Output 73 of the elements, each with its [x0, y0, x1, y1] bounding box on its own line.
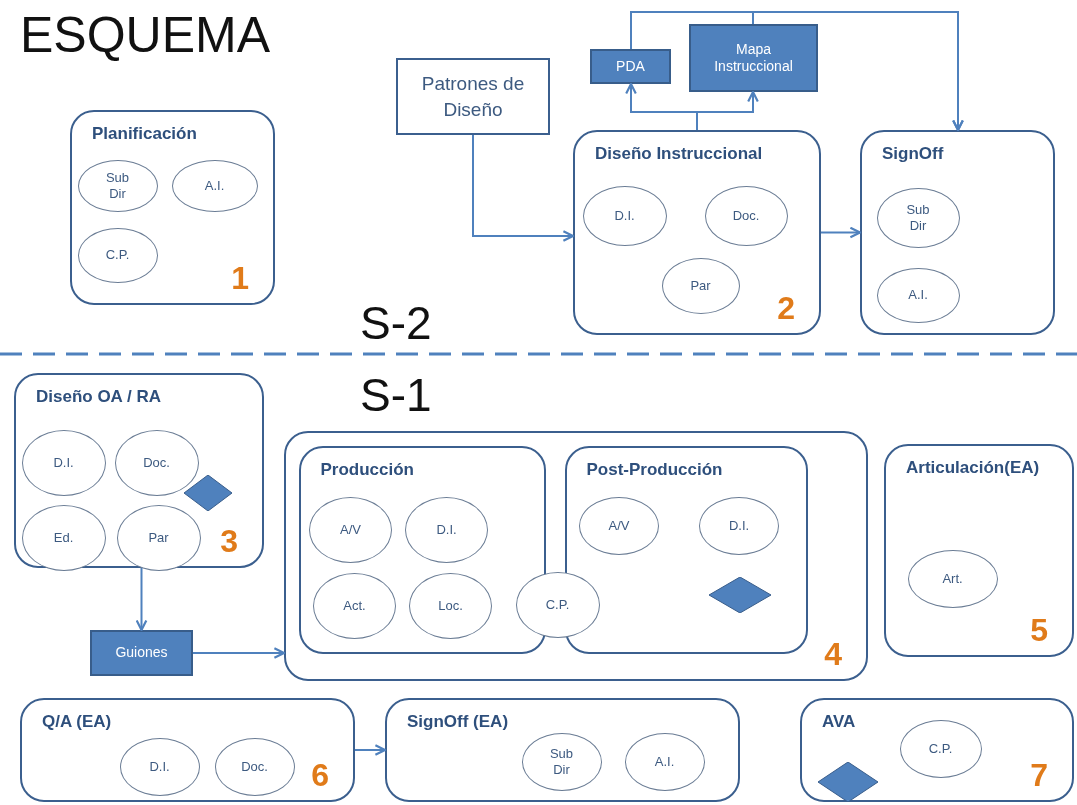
arrow — [820, 226, 862, 239]
role-label: D.I. — [728, 518, 750, 534]
group-box — [800, 698, 1074, 802]
document-box — [90, 630, 193, 676]
step-number: 4 — [824, 636, 842, 673]
input-box — [396, 58, 550, 135]
diagram-title: ESQUEMA — [20, 6, 271, 64]
group-title: SignOff — [882, 144, 944, 164]
step-number: 2 — [777, 290, 795, 327]
group-box — [298, 445, 546, 654]
arrow — [135, 567, 148, 632]
step-number: 6 — [311, 757, 329, 794]
role-label: Sub Dir — [104, 169, 131, 202]
role-label: Doc. — [732, 207, 760, 224]
arrow — [696, 90, 759, 131]
arrow — [354, 744, 387, 756]
section-label: S-2 — [360, 296, 432, 350]
group-box — [20, 698, 355, 802]
group-title: Producción — [320, 459, 414, 480]
role-label: C.P. — [105, 247, 130, 263]
role-label: Sub Dir — [905, 201, 931, 234]
group-title: Diseño Instruccional — [595, 144, 763, 164]
group-box — [385, 698, 740, 802]
group-title: Q/A (EA) — [42, 712, 112, 732]
role-label: A.I. — [654, 753, 675, 770]
step-number: 3 — [220, 523, 238, 560]
role-label: Sub Dir — [548, 745, 575, 778]
decision-diamond — [709, 577, 771, 613]
box-label: Guiones — [115, 644, 168, 662]
box-label: PDA — [616, 57, 645, 76]
group-title: Post-Producción — [586, 459, 723, 480]
role-label: D.I. — [436, 522, 457, 538]
group-box — [860, 130, 1055, 335]
role-label: D.I. — [149, 758, 170, 775]
document-box — [689, 24, 818, 92]
role-label: Doc. — [241, 758, 268, 775]
arrow — [472, 134, 575, 242]
group-title: Diseño OA / RA — [36, 387, 161, 407]
group-title: Articulación(EA) — [906, 458, 1040, 478]
role-label: C.P. — [928, 740, 953, 757]
role-label: Par — [690, 277, 711, 294]
role-label: Loc. — [438, 598, 463, 614]
group-box — [573, 130, 821, 335]
group-box — [884, 444, 1074, 657]
group-title: AVA — [822, 712, 856, 732]
group-box — [70, 110, 275, 305]
role-label: Par — [148, 529, 169, 546]
group-title: SignOff (EA) — [407, 712, 509, 732]
arrow — [192, 647, 286, 659]
step-number: 5 — [1030, 612, 1048, 649]
role-label: C.P. — [545, 596, 570, 613]
decision-diamond — [817, 761, 878, 802]
group-box — [14, 373, 264, 568]
role-label: A/V — [340, 522, 361, 538]
role-label: Ed. — [53, 529, 74, 546]
role-label: D.I. — [614, 207, 635, 224]
decision-diamond — [183, 474, 232, 511]
role-label: Act. — [343, 598, 366, 614]
box-label: Patrones de Diseño — [420, 71, 526, 122]
role-label: Art. — [942, 570, 963, 587]
section-label: S-1 — [360, 368, 432, 422]
step-number: 1 — [231, 260, 249, 297]
group-box — [284, 431, 868, 681]
role-label: A.I. — [204, 177, 225, 194]
role-label: A.I. — [908, 287, 928, 303]
group-title: Planificación — [92, 124, 197, 144]
role-label: A/V — [608, 518, 630, 534]
document-box — [590, 49, 671, 84]
role-label: D.I. — [53, 454, 74, 471]
step-number: 7 — [1030, 757, 1048, 794]
box-label: Mapa Instruccional — [713, 40, 794, 76]
arrow — [752, 11, 964, 132]
role-label: Doc. — [143, 454, 170, 471]
